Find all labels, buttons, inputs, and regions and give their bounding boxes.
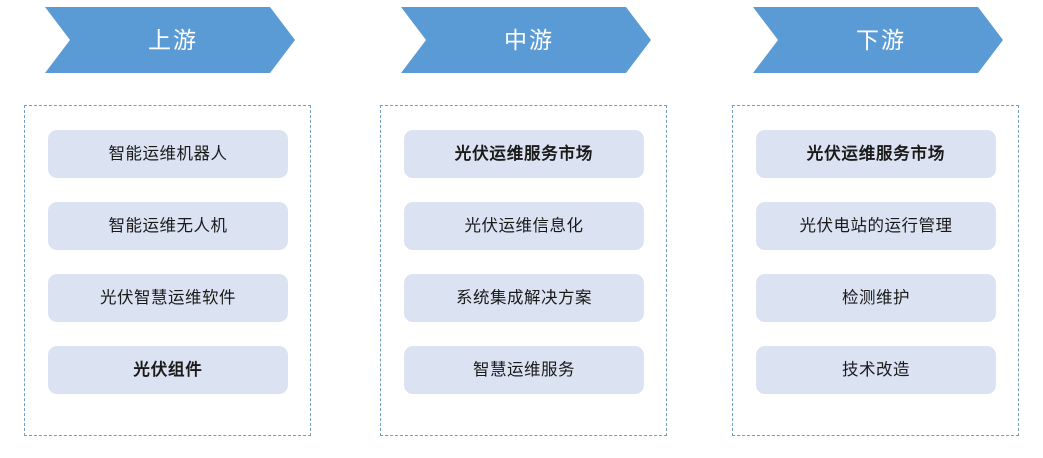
column-midstream: 中游 光伏运维服务市场 光伏运维信息化 系统集成解决方案 智慧运维服务 — [380, 0, 667, 458]
list-item-label: 光伏运维信息化 — [464, 216, 584, 235]
list-item[interactable]: 光伏运维信息化 — [404, 202, 644, 250]
stage-content-box-downstream — [732, 105, 1019, 436]
stage-banner-upstream: 上游 — [45, 7, 295, 73]
item-list-upstream: 智能运维机器人 智能运维无人机 光伏智慧运维软件 光伏组件 — [48, 130, 288, 394]
list-item[interactable]: 光伏智慧运维软件 — [48, 274, 288, 322]
stage-banner-label: 中游 — [504, 26, 554, 53]
stage-content-box-midstream — [380, 105, 667, 436]
stage-banner-midstream: 中游 — [401, 7, 651, 73]
list-item[interactable]: 光伏电站的运行管理 — [756, 202, 996, 250]
item-list-midstream: 光伏运维服务市场 光伏运维信息化 系统集成解决方案 智慧运维服务 — [404, 130, 644, 394]
list-item-label: 检测维护 — [842, 288, 910, 307]
list-item[interactable]: 光伏运维服务市场 — [756, 130, 996, 178]
stage-content-box-upstream — [24, 105, 311, 436]
list-item[interactable]: 技术改造 — [756, 346, 996, 394]
stage-banner-label: 上游 — [148, 26, 198, 53]
list-item-label: 光伏电站的运行管理 — [799, 216, 953, 235]
list-item-label: 光伏运维服务市场 — [806, 144, 946, 163]
list-item-label: 智能运维机器人 — [108, 144, 228, 163]
item-list-downstream: 光伏运维服务市场 光伏电站的运行管理 检测维护 技术改造 — [756, 130, 996, 394]
list-item-label: 智慧运维服务 — [473, 360, 575, 379]
stage-banner-label: 下游 — [856, 26, 906, 53]
list-item[interactable]: 光伏组件 — [48, 346, 288, 394]
list-item[interactable]: 光伏运维服务市场 — [404, 130, 644, 178]
list-item-label: 光伏组件 — [133, 360, 203, 379]
list-item-label: 技术改造 — [842, 360, 910, 379]
list-item[interactable]: 智慧运维服务 — [404, 346, 644, 394]
list-item[interactable]: 系统集成解决方案 — [404, 274, 644, 322]
list-item-label: 光伏运维服务市场 — [454, 144, 594, 163]
list-item-label: 智能运维无人机 — [108, 216, 228, 235]
column-downstream: 下游 光伏运维服务市场 光伏电站的运行管理 检测维护 技术改造 — [732, 0, 1019, 458]
stage-banner-downstream: 下游 — [753, 7, 1003, 73]
column-upstream: 上游 智能运维机器人 智能运维无人机 光伏智慧运维软件 光伏组件 — [24, 0, 311, 458]
list-item[interactable]: 智能运维无人机 — [48, 202, 288, 250]
list-item-label: 光伏智慧运维软件 — [100, 288, 236, 307]
list-item[interactable]: 智能运维机器人 — [48, 130, 288, 178]
list-item[interactable]: 检测维护 — [756, 274, 996, 322]
list-item-label: 系统集成解决方案 — [456, 288, 592, 307]
